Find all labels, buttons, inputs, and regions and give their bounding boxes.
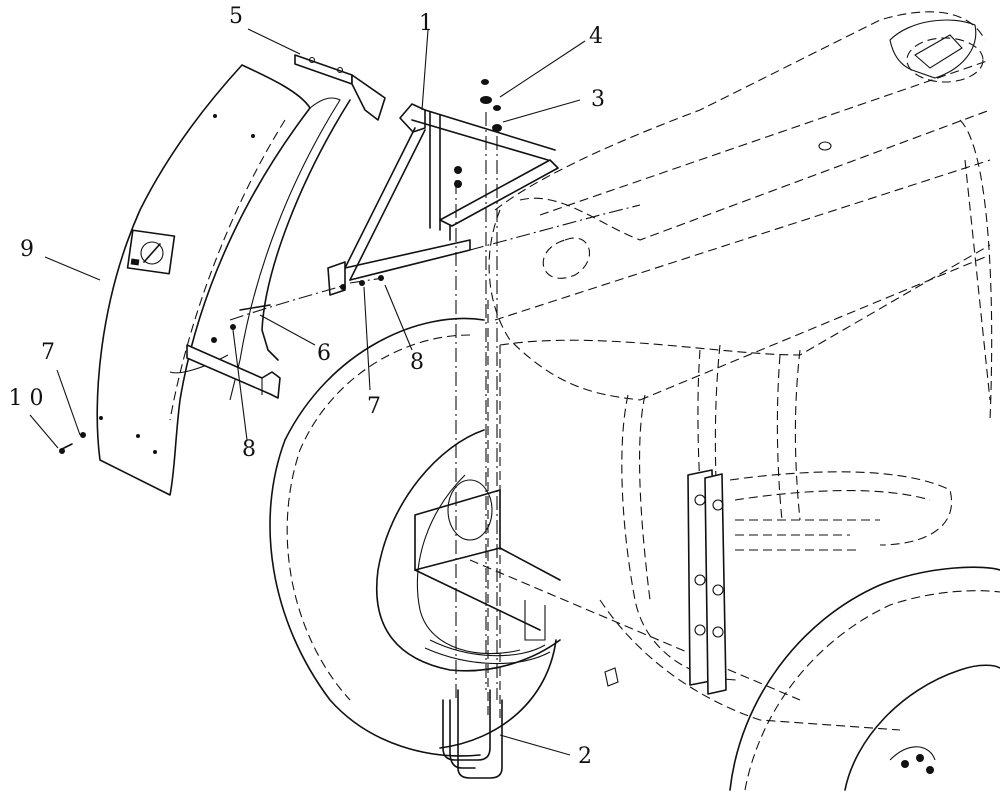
left-tire <box>269 317 561 757</box>
callout-5: 5 <box>229 4 243 29</box>
callout-10: 1 0 <box>9 386 44 411</box>
callout-8-right: 8 <box>410 350 424 375</box>
callout-1: 1 <box>419 11 433 36</box>
callout-8-left: 8 <box>242 437 256 462</box>
callout-7-left: 7 <box>41 340 55 365</box>
callout-7-center: 7 <box>367 394 381 419</box>
upper-fender-bracket-part-5 <box>294 54 386 121</box>
callout-6: 6 <box>317 341 331 366</box>
fender-part-9 <box>96 64 351 496</box>
callout-3: 3 <box>591 87 605 112</box>
u-bolts-part-2 <box>442 689 503 779</box>
lower-fender-bracket <box>186 344 281 399</box>
alignment-lines <box>229 112 641 700</box>
right-fender <box>729 566 1000 791</box>
callout-2: 2 <box>578 744 592 769</box>
callout-labels: 1 2 3 4 5 6 7 7 8 8 9 1 0 <box>9 4 606 769</box>
mounting-plates <box>604 469 727 695</box>
callout-9: 9 <box>20 237 34 262</box>
callout-4: 4 <box>589 24 603 49</box>
tank-body-outline <box>469 11 993 731</box>
leader-lines <box>29 28 586 756</box>
